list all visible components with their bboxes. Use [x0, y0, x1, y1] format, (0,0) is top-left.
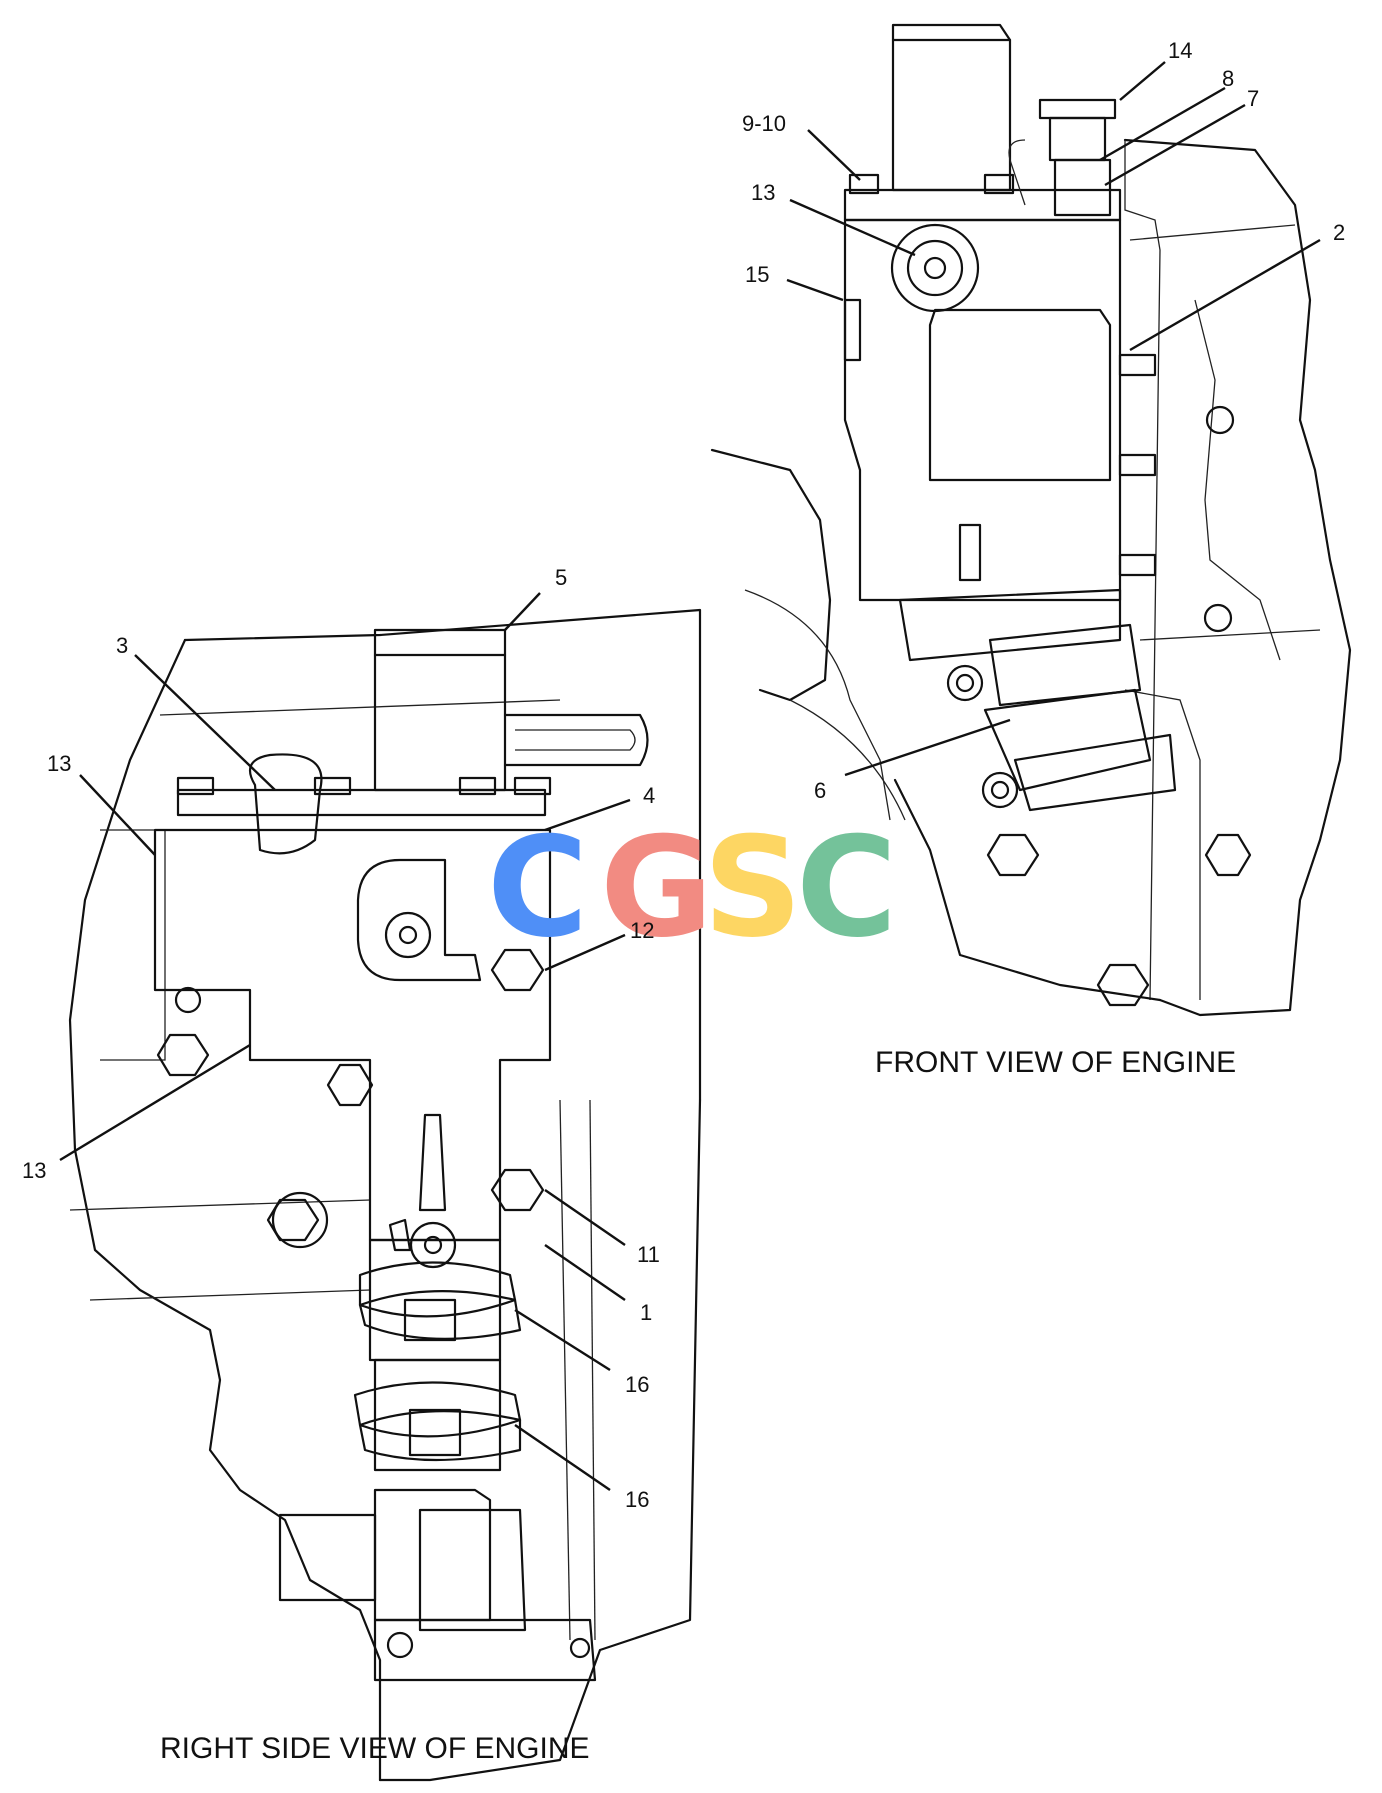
leader-11 [544, 1189, 626, 1246]
callout-7: 7 [1247, 86, 1259, 111]
callout-14: 14 [1168, 38, 1192, 63]
leader-lines [59, 61, 1321, 1491]
watermark: C G S C [487, 807, 897, 968]
watermark-letter-3: S [703, 807, 802, 968]
callout-8: 8 [1222, 66, 1234, 91]
callout-16-upper: 16 [625, 1372, 649, 1397]
leader-13-front [789, 198, 916, 257]
leader-13-side-top [79, 774, 156, 856]
side-view-drawing [68, 608, 702, 1782]
callout-12: 12 [630, 918, 654, 943]
leader-3 [134, 654, 276, 791]
callout-2: 2 [1333, 220, 1345, 245]
watermark-letter-4: C [796, 807, 897, 968]
leader-16-lower [514, 1424, 611, 1491]
side-view-caption: RIGHT SIDE VIEW OF ENGINE [160, 1732, 590, 1765]
leader-5 [504, 592, 541, 631]
leader-1 [544, 1244, 626, 1301]
callout-9-10: 9-10 [742, 111, 786, 136]
leader-13-side-bottom [59, 1043, 251, 1162]
leader-12 [544, 933, 626, 972]
callout-3: 3 [116, 633, 128, 658]
callout-13-front: 13 [751, 180, 775, 205]
front-view-drawing [710, 23, 1352, 1017]
leader-15 [786, 278, 844, 302]
callout-1: 1 [640, 1300, 652, 1325]
front-view-callouts: 14 8 7 9-10 13 15 2 6 [742, 38, 1345, 803]
callout-6: 6 [814, 778, 826, 803]
leader-9-10 [807, 129, 861, 181]
callout-5: 5 [555, 565, 567, 590]
callout-4: 4 [643, 783, 655, 808]
watermark-letter-2: G [600, 807, 713, 968]
callout-11: 11 [637, 1242, 660, 1267]
leader-2 [1129, 238, 1321, 352]
callout-15: 15 [745, 262, 769, 287]
leader-4 [544, 798, 631, 832]
leader-8 [1099, 86, 1226, 162]
callout-13-side-top: 13 [47, 751, 71, 776]
side-view-callouts: 5 3 4 13 12 13 11 1 16 16 [22, 565, 660, 1512]
leader-14 [1119, 61, 1166, 101]
watermark-letter-1: C [487, 807, 588, 968]
callout-16-lower: 16 [625, 1487, 649, 1512]
front-view-caption: FRONT VIEW OF ENGINE [875, 1046, 1236, 1079]
callout-13-side-bottom: 13 [22, 1158, 46, 1183]
leader-6 [844, 718, 1011, 777]
leader-16-upper [514, 1308, 611, 1372]
leader-7 [1104, 103, 1246, 187]
